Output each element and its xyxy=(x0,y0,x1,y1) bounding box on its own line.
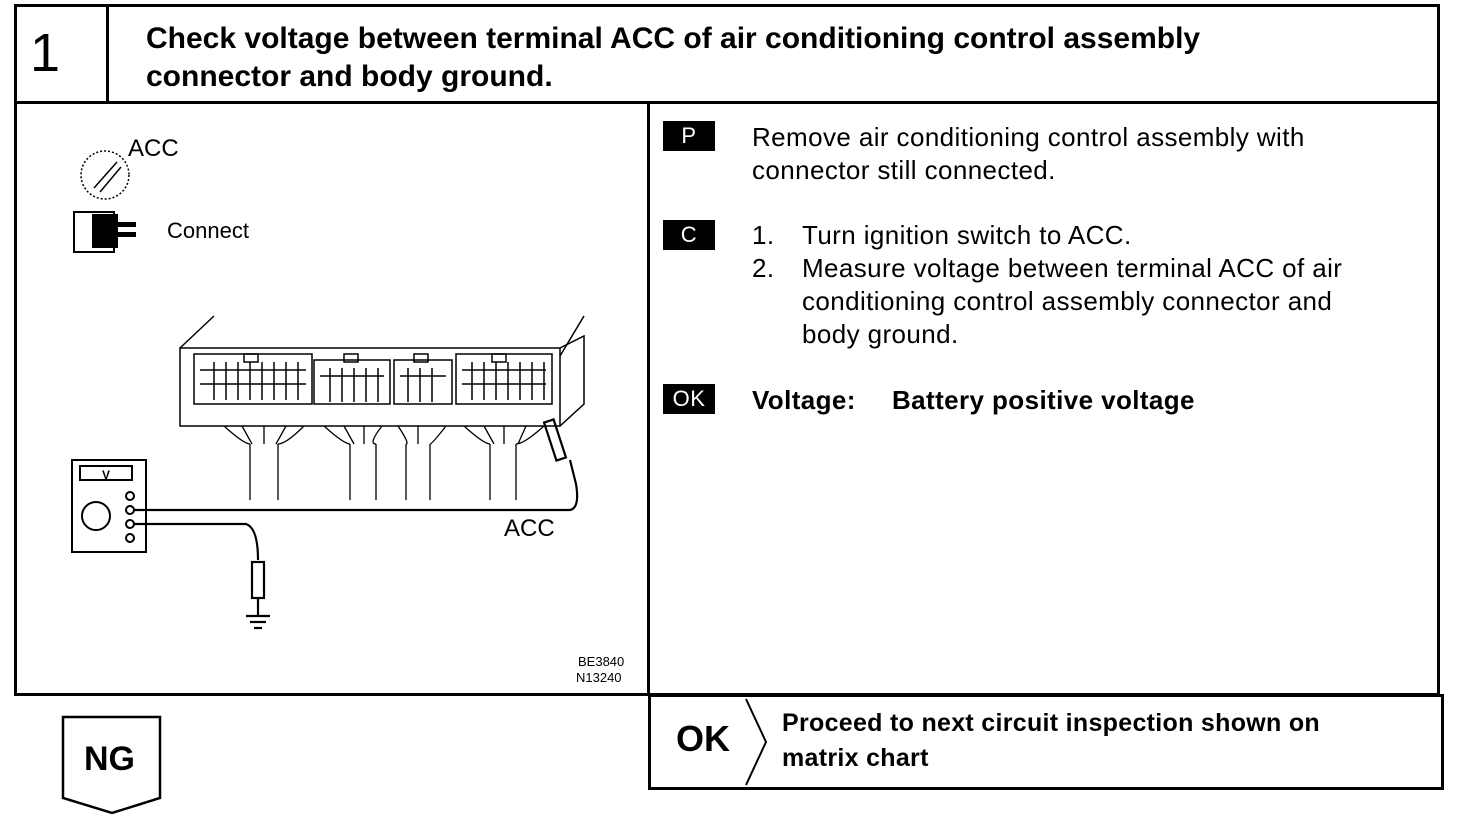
probe-leads xyxy=(134,418,579,630)
ignition-key-icon xyxy=(80,150,130,200)
check-step2-line2: conditioning control assembly connector … xyxy=(802,286,1333,316)
ok-voltage-label: Voltage: xyxy=(752,385,856,415)
check-step2-num: 2. xyxy=(752,253,775,283)
header-row xyxy=(14,4,1440,104)
control-assembly-connector xyxy=(179,315,585,427)
ng-result-label: NG xyxy=(84,740,135,778)
terminal-acc-label: ACC xyxy=(504,515,555,542)
step-title-line1: Check voltage between terminal ACC of ai… xyxy=(146,22,1201,55)
prepare-text-line2: connector still connected. xyxy=(752,155,1056,185)
wiring-diagram: ACC Connect xyxy=(71,135,624,685)
step-divider xyxy=(106,4,109,104)
wire-harness xyxy=(223,425,545,500)
ok-result-line2: matrix chart xyxy=(782,744,929,772)
figure-code-2: N13240 xyxy=(576,670,622,685)
ok-result-text: Proceed to next circuit inspection shown… xyxy=(782,706,1422,776)
ok-result-label: OK xyxy=(676,718,730,759)
step-title: Check voltage between terminal ACC of ai… xyxy=(146,20,1416,96)
figure-code-1: BE3840 xyxy=(578,654,624,669)
check-step1-num: 1. xyxy=(752,220,775,250)
prepare-text-line1: Remove air conditioning control assembly… xyxy=(752,122,1305,152)
connector-icon xyxy=(73,211,136,253)
connect-label: Connect xyxy=(167,218,249,243)
check-badge: C xyxy=(663,220,715,250)
ok-badge: OK xyxy=(663,384,715,414)
check-step2-text: Measure voltage between terminal ACC of … xyxy=(802,252,1342,351)
check-step2-line1: Measure voltage between terminal ACC of … xyxy=(802,253,1343,283)
ok-result-line1: Proceed to next circuit inspection shown… xyxy=(782,709,1320,737)
step-title-line2: connector and body ground. xyxy=(146,60,553,93)
ok-result-box xyxy=(648,694,1444,790)
check-step2-line3: body ground. xyxy=(802,319,959,349)
diagram-panel xyxy=(14,104,650,696)
voltmeter-icon xyxy=(71,459,147,553)
step-number: 1 xyxy=(30,23,61,83)
ok-arrow-divider xyxy=(745,698,768,786)
voltmeter-label: V xyxy=(102,468,110,482)
check-step1-text: Turn ignition switch to ACC. xyxy=(802,220,1132,250)
ng-result-tag xyxy=(61,715,162,815)
prepare-badge: P xyxy=(663,121,715,151)
ok-voltage-value: Battery positive voltage xyxy=(892,385,1195,415)
ignition-acc-label: ACC xyxy=(128,135,179,162)
prepare-text: Remove air conditioning control assembly… xyxy=(752,121,1305,187)
